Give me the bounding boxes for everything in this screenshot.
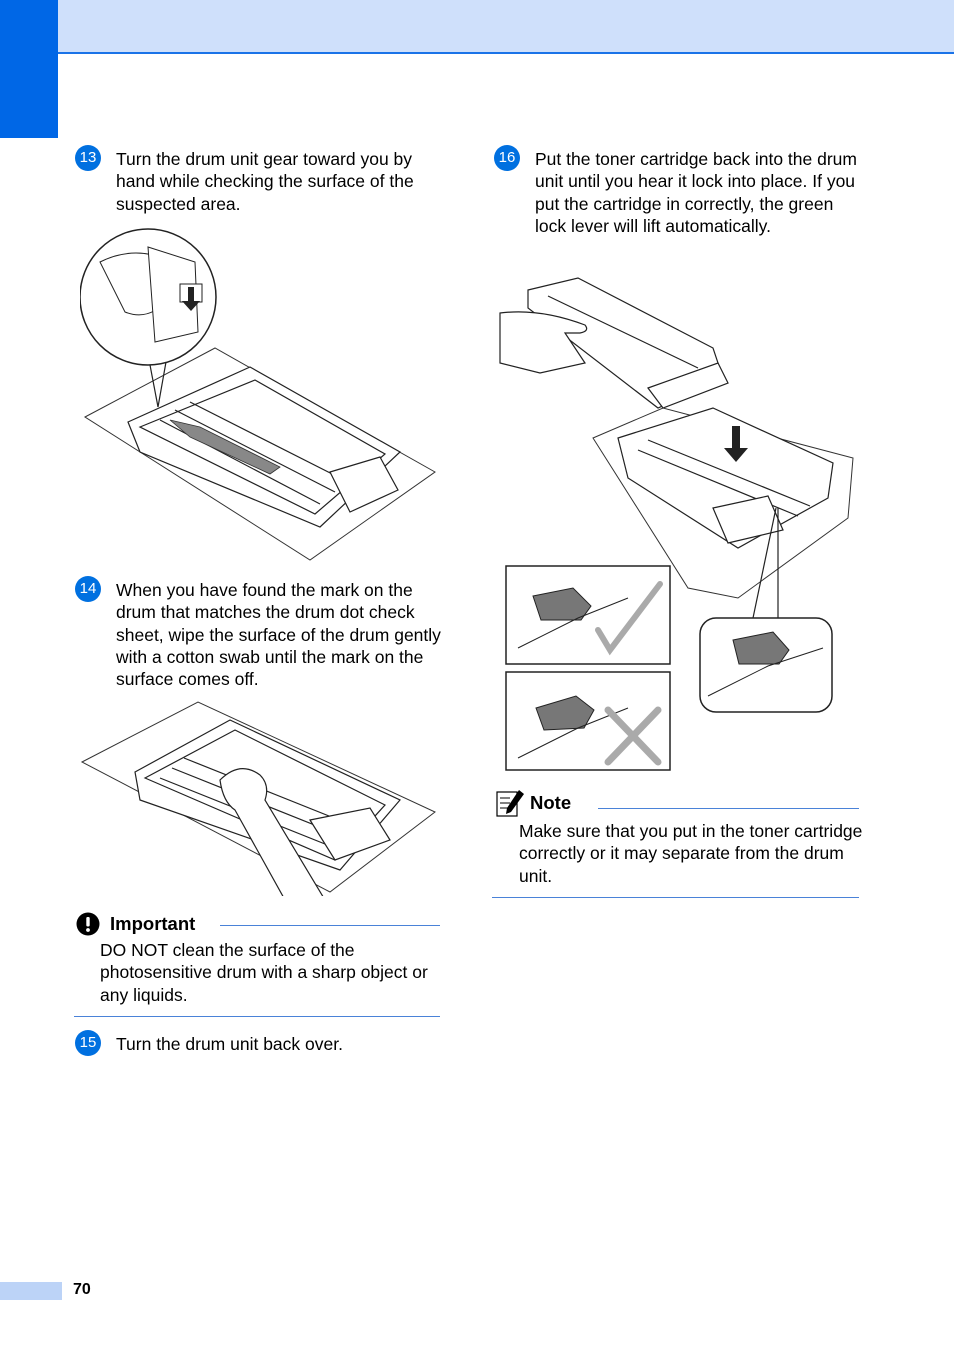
note-text: Make sure that you put in the toner cart… xyxy=(519,821,863,886)
important-title: Important xyxy=(110,913,196,934)
wipe-drum-illustration xyxy=(80,701,436,896)
step-number: 15 xyxy=(75,1030,101,1056)
step-number: 13 xyxy=(75,145,101,171)
important-header: Important xyxy=(76,912,195,936)
page-number: 70 xyxy=(73,1281,91,1298)
note-bottom-rule xyxy=(492,897,859,898)
important-header-rule xyxy=(220,925,440,926)
step-number: 16 xyxy=(494,145,520,171)
important-bottom-rule xyxy=(74,1016,440,1017)
step-16: 16 Put the toner cartridge back into the… xyxy=(494,145,862,237)
page-header-band xyxy=(58,0,954,54)
drum-gear-illustration xyxy=(80,228,436,561)
step-text: When you have found the mark on the drum… xyxy=(116,580,441,690)
step-13: 13 Turn the drum unit gear toward you by… xyxy=(75,145,445,215)
exclamation-icon xyxy=(76,912,100,936)
step-15: 15 Turn the drum unit back over. xyxy=(75,1030,445,1056)
chapter-tab xyxy=(0,0,58,138)
important-text: DO NOT clean the surface of the photosen… xyxy=(100,940,428,1005)
step-text: Put the toner cartridge back into the dr… xyxy=(535,149,857,236)
footer-tab xyxy=(0,1282,62,1300)
step-text: Turn the drum unit back over. xyxy=(116,1034,343,1054)
note-header: Note xyxy=(495,788,571,818)
step-number: 14 xyxy=(75,576,101,602)
note-header-rule xyxy=(598,808,859,809)
note-pencil-icon xyxy=(496,790,524,817)
toner-insert-illustration xyxy=(499,277,854,771)
step-14: 14 When you have found the mark on the d… xyxy=(75,576,445,690)
note-title: Note xyxy=(530,792,572,813)
step-text: Turn the drum unit gear toward you by ha… xyxy=(116,149,414,214)
